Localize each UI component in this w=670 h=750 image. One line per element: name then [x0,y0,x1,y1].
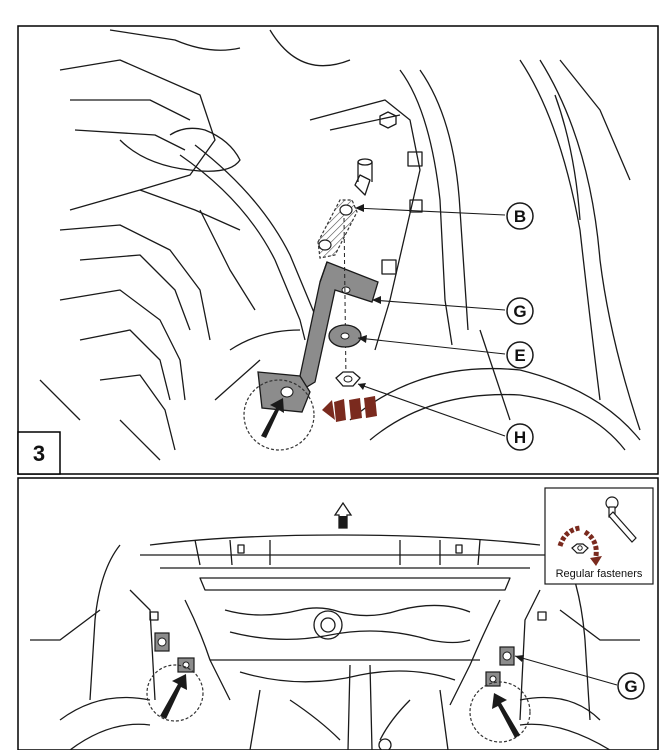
legend-label: Regular fasteners [556,568,643,580]
bottom-leader-line [514,655,618,686]
top-chassis-lineart [39,29,641,461]
e-washer [328,324,362,348]
callout-g-bottom-label: G [624,677,637,696]
clockwise-rotation-icon [557,525,602,566]
ratchet-wrench-icon [605,496,637,543]
h-nut [335,371,361,387]
callout-h: H [506,423,534,451]
tighten-direction-arrows [322,396,377,422]
callout-e-label: E [514,346,525,365]
top-leader-arrowheads [355,204,381,390]
callout-b-label: B [514,207,526,226]
bottom-panel: G Regular fasteners [17,477,659,750]
step-number: 3 [33,441,45,466]
callout-e: E [506,341,534,369]
step-number-box: 3 [17,431,61,475]
b-mounting-plate [317,199,358,259]
callout-g-label: G [513,302,526,321]
detail-circle-left [146,664,204,722]
top-leader-lines [354,207,506,437]
callout-g: G [506,297,534,325]
insertion-arrow-icon [261,398,284,438]
callout-b: B [506,202,534,230]
top-panel-frame [17,25,659,475]
g-bracket [257,217,379,413]
top-panel: B G E H 3 [17,25,659,475]
detail-circle-top [243,379,315,451]
right-insertion-arrow-icon [492,693,520,738]
detail-circle-right [469,681,531,743]
legend-box: Regular fasteners [544,487,654,585]
left-insertion-arrow-icon [160,674,187,719]
hex-nut-icon [571,543,589,554]
forward-arrow-icon [333,501,353,529]
right-g-bracket [469,646,531,743]
callout-h-label: H [514,428,526,447]
left-g-bracket [146,632,204,722]
callout-g-bottom: G [617,672,645,700]
